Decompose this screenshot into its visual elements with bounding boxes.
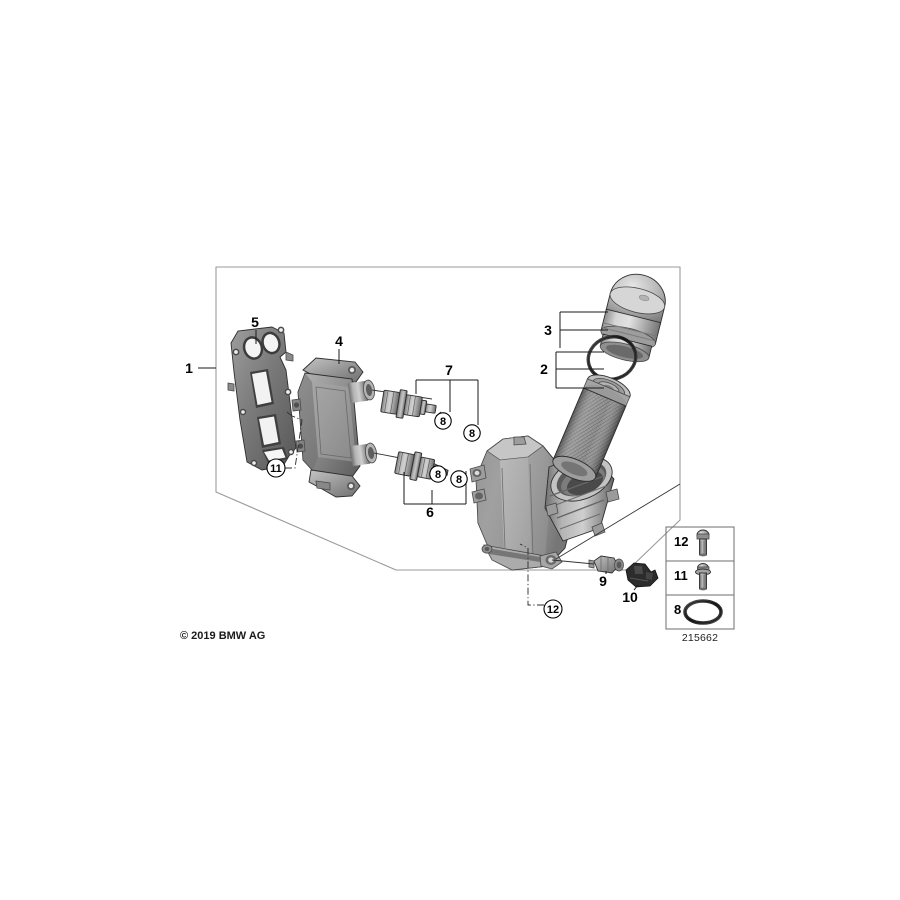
- hex-head-bolt-icon: [696, 529, 710, 557]
- gasket-part-5: [227, 326, 297, 471]
- oil-cooler-part-4: [291, 357, 378, 498]
- callout-8-d: [450, 470, 468, 488]
- copyright-notice: © 2019 BMW AG: [180, 630, 265, 642]
- callout-12: [543, 599, 563, 619]
- callout-1: 1: [185, 360, 193, 376]
- callout-8-a: [434, 412, 452, 430]
- legend-row-1-number: 11: [674, 568, 688, 583]
- callout-11-label: 11: [270, 463, 282, 475]
- legend-row-2-number: 8: [674, 602, 681, 617]
- callout-7: 7: [445, 362, 453, 378]
- callout-8-b: [463, 424, 481, 442]
- legend-box: 12 11 8: [665, 526, 735, 644]
- callout-8-a-label: 8: [440, 416, 446, 428]
- o-ring-icon: [683, 599, 723, 625]
- drawing-number: 215662: [682, 632, 718, 644]
- callout-11: [266, 458, 286, 478]
- filter-housing-body: [469, 435, 620, 571]
- callout-8-b-label: 8: [469, 428, 475, 440]
- callout-8-d-label: 8: [456, 474, 462, 486]
- circled-callouts: [266, 412, 563, 619]
- legend-row-0-number: 12: [674, 534, 688, 549]
- callout-3: 3: [544, 322, 552, 338]
- callout-9: 9: [599, 573, 607, 589]
- oil-pressure-switch-part-9: [588, 555, 624, 574]
- filter-cap-part-3: [599, 273, 666, 363]
- callout-8-c-label: 8: [435, 469, 441, 481]
- callout-5: 5: [251, 314, 259, 330]
- callout-8-c: [429, 465, 447, 483]
- callout-10: 10: [622, 589, 638, 605]
- connector-plug-part-10: [625, 562, 659, 588]
- callout-layer: [198, 311, 681, 606]
- callout-4: 4: [335, 333, 343, 349]
- callout-6: 6: [426, 504, 434, 520]
- callout-12-label: 12: [547, 604, 559, 616]
- callout-2: 2: [540, 361, 548, 377]
- filter-element-part-2: [552, 374, 631, 482]
- filter-o-ring-part-2: [586, 334, 638, 382]
- connector-upper-part-7: [371, 389, 479, 434]
- flange-bolt-icon: [695, 563, 711, 591]
